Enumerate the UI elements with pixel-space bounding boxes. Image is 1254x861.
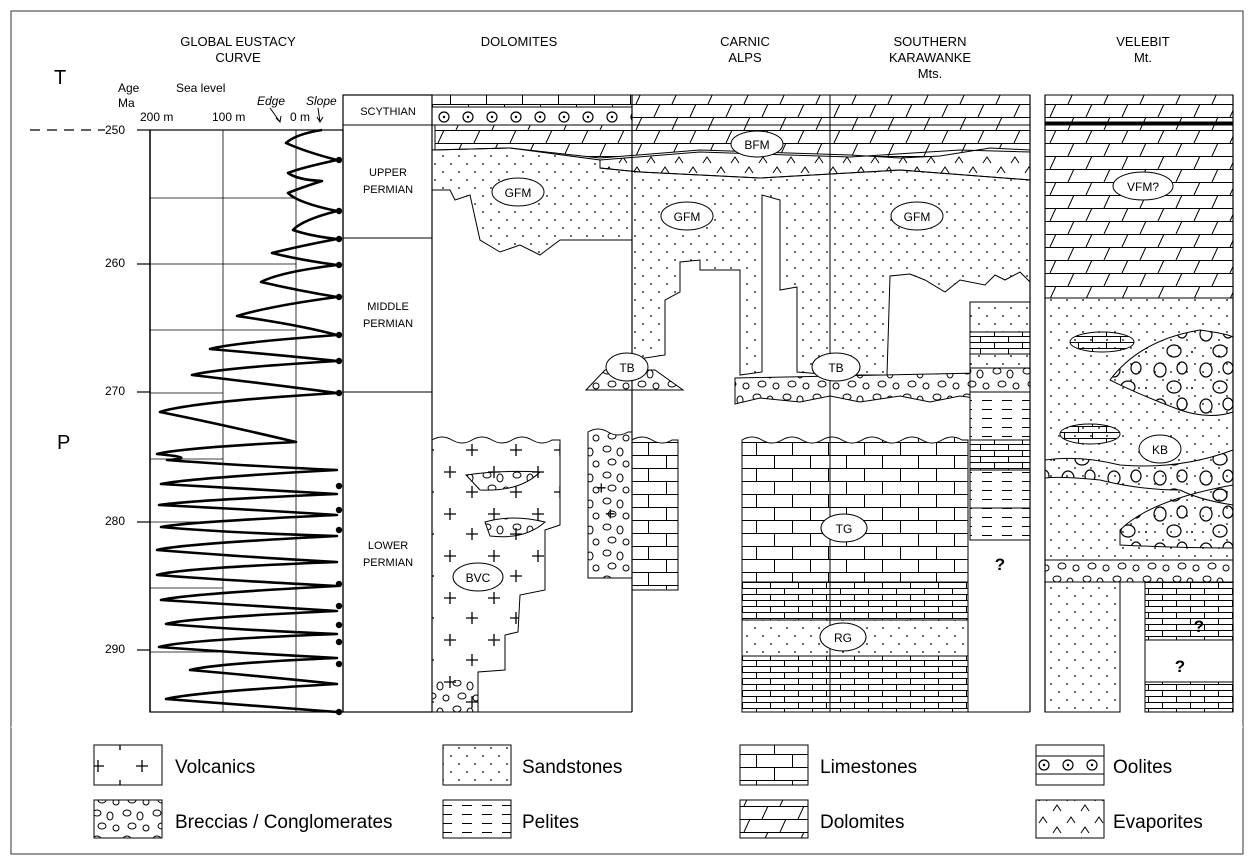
formation-vfm: VFM? xyxy=(1127,180,1159,194)
dolomites-carnic-karawanke-sections: + + ? xyxy=(431,94,1031,713)
edge-label: Edge xyxy=(257,94,285,108)
age-tick-260: 260 xyxy=(105,256,125,270)
svg-text:+: + xyxy=(605,504,616,524)
header-karawanke-line3: Mts. xyxy=(918,66,943,81)
karawanke-mixed-column xyxy=(969,301,1031,541)
legend-evaporites: Evaporites xyxy=(1113,812,1203,833)
velebit-unknown-1: ? xyxy=(1194,617,1204,636)
legend-swatch-sandstones xyxy=(442,744,512,786)
epoch-scythian: SCYTHIAN xyxy=(360,106,416,118)
karawanke-unknown: ? xyxy=(995,555,1005,574)
legend-limestones: Limestones xyxy=(820,757,917,778)
legend-swatch-pelites xyxy=(442,799,512,839)
figure-frame xyxy=(10,10,1244,855)
sequence-boundary-dot xyxy=(335,482,343,490)
eustacy-curve xyxy=(155,128,339,714)
epoch-middle-line1: MIDDLE xyxy=(367,301,409,313)
age-axis: Age Ma 250 260 270 280 290 xyxy=(30,81,151,712)
epoch-lower-line2: PERMIAN xyxy=(363,557,413,569)
sequence-boundary-dot xyxy=(335,357,343,365)
legend-volcanics: Volcanics xyxy=(175,757,255,778)
sequence-boundary-dot xyxy=(335,602,343,610)
age-tick-290: 290 xyxy=(105,642,125,656)
sequence-boundary-dot xyxy=(335,261,343,269)
legend-swatch-volcanics xyxy=(93,744,163,786)
header-eustacy-line1: GLOBAL EUSTACY xyxy=(180,34,296,49)
age-tick-270: 270 xyxy=(105,384,125,398)
sequence-boundary-dot xyxy=(335,638,343,646)
header-eustacy-line2: CURVE xyxy=(215,50,261,65)
column-headers: GLOBAL EUSTACY CURVE DOLOMITES CARNIC AL… xyxy=(180,34,1170,81)
sequence-boundary-dot xyxy=(335,660,343,668)
header-carnic-line2: ALPS xyxy=(728,50,762,65)
age-tick-280: 280 xyxy=(105,514,125,528)
header-velebit-line2: Mt. xyxy=(1134,50,1152,65)
header-dolomites: DOLOMITES xyxy=(481,34,558,49)
epoch-lower-line1: LOWER xyxy=(368,540,408,552)
legend-breccias: Breccias / Conglomerates xyxy=(175,812,393,833)
formation-gfm-carnic: GFM xyxy=(674,210,701,224)
legend-swatch-dolomites xyxy=(739,799,809,839)
legend-dolomites: Dolomites xyxy=(820,812,904,833)
formation-tg: TG xyxy=(836,522,853,536)
epoch-middle-line2: PERMIAN xyxy=(363,318,413,330)
age-label-line2: Ma xyxy=(118,96,135,110)
formation-labels: BFM GFM GFM GFM VFM? TB TB KB BVC TG RG xyxy=(452,130,1182,652)
sequence-boundary-dot xyxy=(335,580,343,588)
sea-level-tick-100: 100 m xyxy=(212,110,245,124)
legend-swatch-evaporites xyxy=(1035,799,1105,839)
sequence-boundary-dot xyxy=(335,526,343,534)
velebit-unknown-2: ? xyxy=(1175,657,1185,676)
sequence-boundary-dot xyxy=(335,389,343,397)
eustacy-panel: Sea level 200 m 100 m 0 m Edge Slope xyxy=(140,81,344,716)
formation-kb: KB xyxy=(1152,443,1168,457)
legend-oolites: Oolites xyxy=(1113,757,1172,778)
sequence-boundary-dot xyxy=(335,207,343,215)
sequence-boundary-dot xyxy=(335,235,343,243)
svg-text:+: + xyxy=(596,478,607,498)
legend-swatch-breccias xyxy=(93,799,163,839)
sequence-boundary-dot xyxy=(335,506,343,514)
legend: Volcanics Breccias / Conglomerates Sands… xyxy=(11,726,1243,839)
formation-bfm: BFM xyxy=(744,138,769,152)
sea-level-tick-200: 200 m xyxy=(140,110,173,124)
age-tick-250: 250 xyxy=(105,123,125,137)
formation-gfm-dolomites: GFM xyxy=(505,186,532,200)
header-karawanke-line2: KARAWANKE xyxy=(889,50,971,65)
formation-bvc: BVC xyxy=(466,571,491,585)
slope-label: Slope xyxy=(306,94,337,108)
legend-swatch-limestones xyxy=(739,744,809,786)
legend-pelites: Pelites xyxy=(522,812,579,833)
epoch-upper-line2: PERMIAN xyxy=(363,184,413,196)
header-velebit-line1: VELEBIT xyxy=(1116,34,1170,49)
formation-gfm-karawanke: GFM xyxy=(904,210,931,224)
formation-rg: RG xyxy=(834,631,852,645)
sequence-boundary-dot xyxy=(335,331,343,339)
period-triassic: T xyxy=(54,67,66,89)
period-permian: P xyxy=(57,432,70,454)
sequence-boundary-dot xyxy=(335,708,343,716)
header-carnic-line1: CARNIC xyxy=(720,34,770,49)
sea-level-tick-0: 0 m xyxy=(290,110,310,124)
formation-tb-dolomites: TB xyxy=(619,361,634,375)
epoch-upper-line1: UPPER xyxy=(369,167,407,179)
sequence-boundary-dot xyxy=(335,621,343,629)
sequence-boundary-dot xyxy=(335,293,343,301)
epoch-column: SCYTHIAN UPPER PERMIAN MIDDLE PERMIAN LO… xyxy=(342,94,433,713)
sea-level-label: Sea level xyxy=(176,81,225,95)
age-label-line1: Age xyxy=(118,81,140,95)
legend-sandstones: Sandstones xyxy=(522,757,622,778)
sequence-boundary-dot xyxy=(335,156,343,164)
header-karawanke-line1: SOUTHERN xyxy=(894,34,967,49)
velebit-section: ? ? xyxy=(1044,94,1234,713)
formation-tb-karawanke: TB xyxy=(828,361,843,375)
